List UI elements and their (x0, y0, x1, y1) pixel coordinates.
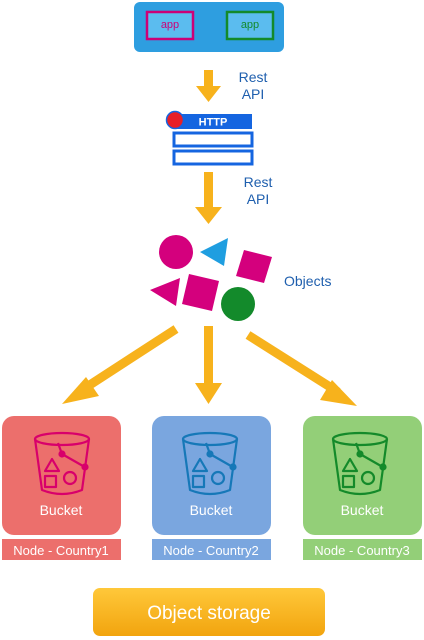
rest-api-label-bottom-line1: Rest (244, 174, 273, 190)
object-circle-green (221, 287, 255, 321)
objects-shapes (150, 235, 272, 321)
app-label-1: app (161, 19, 179, 31)
object-storage-label: Object storage (147, 603, 271, 624)
bucket-icon (33, 431, 91, 496)
arrow-objects-to-node2 (195, 326, 222, 404)
app-label-2: app (241, 19, 259, 31)
bucket-icon (331, 431, 389, 496)
bucket-label-2: Bucket (190, 502, 233, 518)
node-country2: Bucket Node - Country2 (152, 416, 271, 560)
http-status-dot (165, 110, 185, 130)
arrow-objects-to-node1 (62, 325, 179, 404)
object-triangle-blue (200, 238, 228, 266)
arrow-clients-to-http (196, 70, 221, 102)
app-window-1: app (145, 10, 195, 41)
node-label-tag-3 (303, 539, 422, 560)
object-circle-magenta (159, 235, 193, 269)
rest-api-label-top-line1: Rest (239, 69, 268, 85)
object-square-magenta-2 (182, 274, 219, 311)
bucket-label-3: Bucket (341, 502, 384, 518)
bucket-label-1: Bucket (40, 502, 83, 518)
http-label: HTTP (199, 117, 228, 129)
http-icon: HTTP (165, 110, 254, 166)
rest-api-label-top-line2: API (242, 86, 265, 102)
object-storage-bar: Object storage (93, 588, 325, 636)
clients-panel: app app (134, 2, 284, 52)
arrow-http-to-objects (195, 172, 222, 224)
node-label-2: Node - Country2 (163, 543, 258, 558)
node-label-3: Node - Country3 (314, 543, 409, 558)
object-storage-background (93, 588, 325, 636)
objects-label: Objects (284, 273, 331, 289)
object-triangle-magenta (150, 278, 180, 306)
arrow-objects-to-node3 (245, 331, 357, 406)
node-label-1: Node - Country1 (13, 543, 108, 558)
node-label-tag-2 (152, 539, 271, 560)
bucket-tile-1 (2, 416, 121, 535)
node-country1: Bucket Node - Country1 (2, 416, 121, 560)
node-country3: Bucket Node - Country3 (303, 416, 422, 560)
rest-api-label-bottom-line2: API (247, 191, 270, 207)
node-label-tag-1 (2, 539, 121, 560)
app-window-2: app (225, 10, 275, 41)
object-square-magenta (236, 250, 272, 283)
bucket-icon (181, 431, 239, 496)
